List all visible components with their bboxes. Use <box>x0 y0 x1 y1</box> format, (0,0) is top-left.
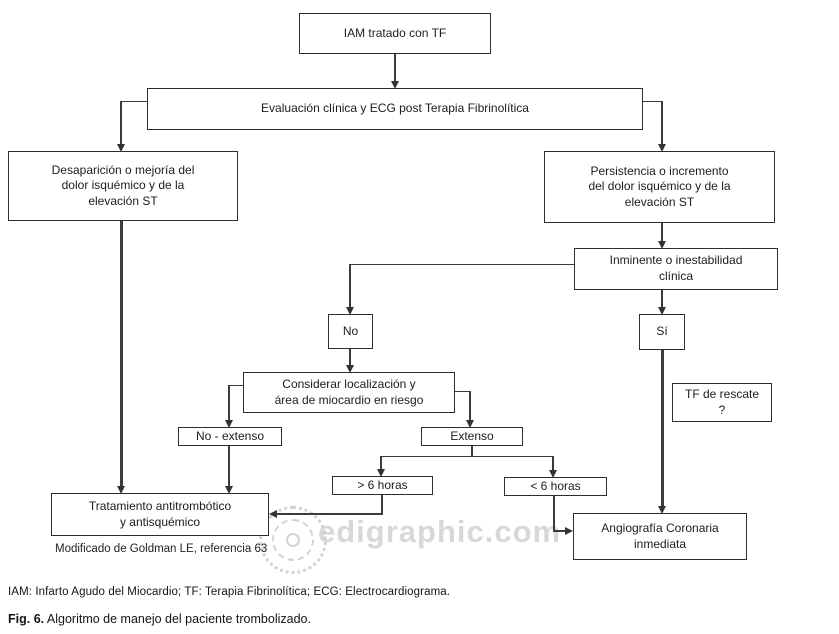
arrowhead-down-icon <box>658 307 666 315</box>
arrowhead-down-icon <box>658 144 666 152</box>
arrowhead-down-icon <box>225 420 233 428</box>
node-label: Angiografía Coronaria inmediata <box>601 520 719 551</box>
arrowhead-down-icon <box>346 365 354 373</box>
arrowhead-down-icon <box>377 469 385 477</box>
node-no: No <box>328 314 373 349</box>
arrowhead-down-icon <box>466 420 474 428</box>
figure-caption: Fig. 6. Algoritmo de manejo del paciente… <box>8 612 311 626</box>
connector-si-angiografia <box>661 350 664 506</box>
connector-mas6h-tratamiento-v <box>381 495 383 515</box>
arrowhead-down-icon <box>225 486 233 494</box>
connector-considerar-noextenso-h <box>230 385 243 386</box>
connector-split-menos6h-v <box>552 456 554 470</box>
node-mayor-6-horas: > 6 horas <box>332 476 433 495</box>
connector-mas6h-tratamiento-h <box>277 513 383 515</box>
node-tf-de-rescate: TF de rescate ? <box>672 383 772 422</box>
node-angiografia-coronaria: Angiografía Coronaria inmediata <box>573 513 747 560</box>
node-label: Evaluación clínica y ECG post Terapia Fi… <box>261 101 529 116</box>
credit-note: Modificado de Goldman LE, referencia 63 <box>55 543 268 555</box>
abbreviations-caption: IAM: Infarto Agudo del Miocardio; TF: Te… <box>8 586 451 598</box>
node-label: < 6 horas <box>530 478 581 493</box>
arrowhead-left-icon <box>269 510 277 518</box>
node-label: IAM tratado con TF <box>343 25 447 40</box>
node-label: Persistencia o incremento del dolor isqu… <box>588 163 731 209</box>
node-label: TF de rescate ? <box>684 386 760 417</box>
connector-evaluacion-left-v <box>120 101 122 144</box>
connector-persistencia-inminente <box>661 223 663 241</box>
node-label: No - extenso <box>195 428 265 443</box>
connector-split-mas6h-v <box>380 456 382 469</box>
edigraphic-logo-watermark <box>259 506 327 574</box>
node-label: Tratamiento antitrombótico y antisquémic… <box>88 498 232 529</box>
connector-inminente-no-v <box>349 264 351 307</box>
connector-considerar-extenso-h <box>455 391 471 392</box>
node-evaluacion-clinica: Evaluación clínica y ECG post Terapia Fi… <box>147 88 643 130</box>
arrowhead-down-icon <box>117 144 125 152</box>
node-label: Considerar localización y área de miocar… <box>274 376 424 407</box>
arrowhead-down-icon <box>346 307 354 315</box>
connector-evaluacion-right-h <box>643 101 663 102</box>
connector-iam-evaluacion <box>394 54 396 82</box>
node-label: Desaparición o mejoría del dolor isquémi… <box>51 162 195 208</box>
connector-evaluacion-left-h <box>122 101 147 102</box>
connector-evaluacion-right-v <box>661 101 663 144</box>
connector-menos6h-angiografia-h <box>554 530 566 532</box>
node-persistencia-dolor: Persistencia o incremento del dolor isqu… <box>544 151 775 223</box>
arrowhead-down-icon <box>117 486 125 494</box>
arrowhead-down-icon <box>391 81 399 89</box>
node-menor-6-horas: < 6 horas <box>504 477 607 496</box>
watermark-core <box>286 533 300 547</box>
figure-number-label: Fig. 6. <box>8 612 45 626</box>
arrowhead-down-icon <box>549 470 557 478</box>
node-iam-tratado-con-tf: IAM tratado con TF <box>299 13 491 54</box>
figure-caption-text: Algoritmo de manejo del paciente trombol… <box>44 612 311 626</box>
connector-desaparicion-tratamiento <box>120 221 123 486</box>
node-no-extenso: No - extenso <box>178 427 282 446</box>
node-extenso: Extenso <box>421 427 523 446</box>
node-considerar-localizacion: Considerar localización y área de miocar… <box>243 372 455 413</box>
node-label: Extenso <box>450 428 494 443</box>
connector-considerar-extenso-v <box>469 391 471 420</box>
node-label: No <box>342 323 359 338</box>
watermark-ring <box>272 519 314 561</box>
connector-menos6h-angiografia-v <box>553 496 555 532</box>
arrowhead-down-icon <box>658 506 666 514</box>
node-desaparicion-dolor: Desaparición o mejoría del dolor isquémi… <box>8 151 238 221</box>
node-label: > 6 horas <box>357 477 408 492</box>
node-tratamiento-antitrombotico: Tratamiento antitrombótico y antisquémic… <box>51 493 269 536</box>
node-label: Sí <box>656 324 668 339</box>
connector-extenso-split-h <box>381 456 554 457</box>
connector-noextenso-tratamiento <box>228 446 230 486</box>
arrowhead-down-icon <box>658 241 666 249</box>
arrowhead-right-icon <box>565 527 573 535</box>
connector-inminente-no-h <box>350 264 574 265</box>
node-si: Sí <box>639 314 685 350</box>
connector-no-considerar <box>349 349 351 365</box>
connector-considerar-noextenso-v <box>228 385 230 420</box>
connector-extenso-stub <box>471 446 473 457</box>
watermark-text: edigraphic.com <box>318 514 562 549</box>
connector-inminente-si <box>661 290 663 307</box>
node-label: Inminente o inestabilidad clínica <box>609 253 743 283</box>
node-inminente-inestabilidad: Inminente o inestabilidad clínica <box>574 248 778 290</box>
